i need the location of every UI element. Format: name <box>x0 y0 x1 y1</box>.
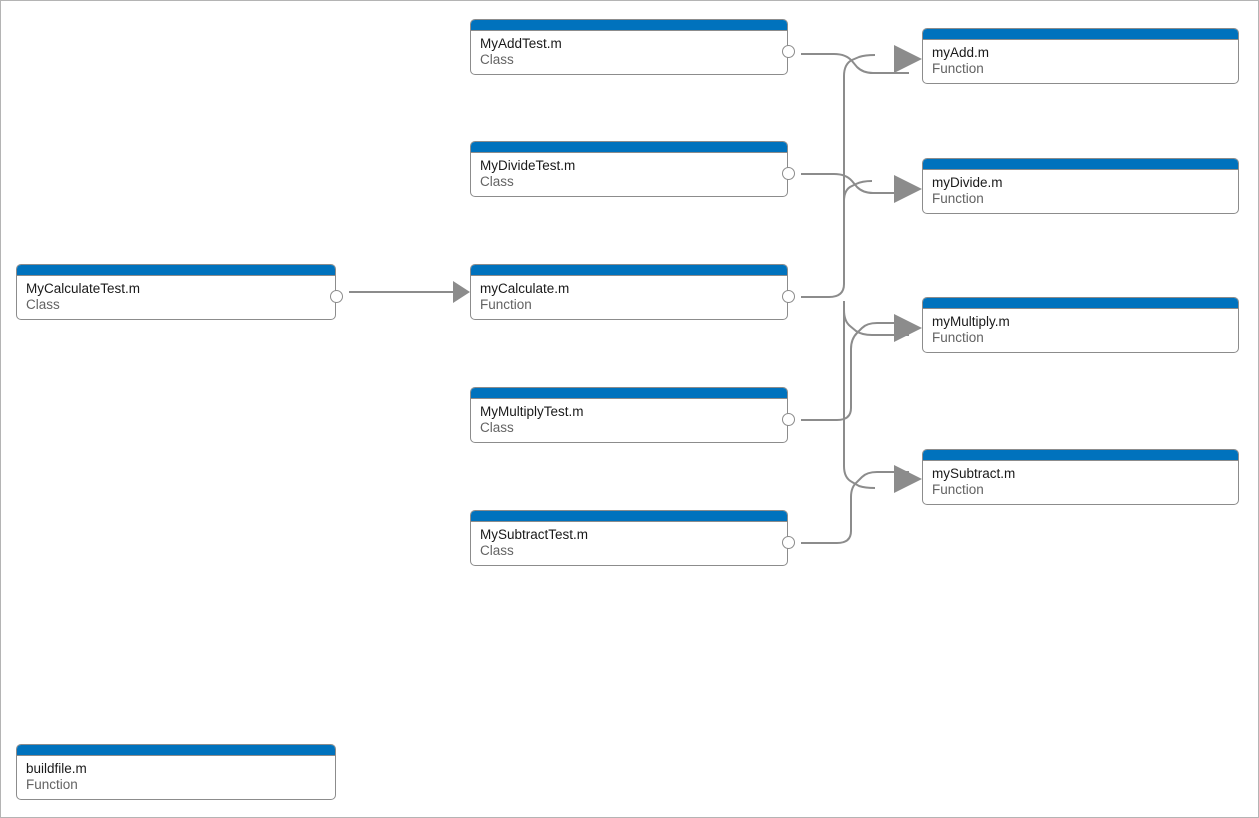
node-header-bar <box>471 142 787 153</box>
output-port-mysubtracttest[interactable] <box>782 536 795 549</box>
output-port-mydividetest[interactable] <box>782 167 795 180</box>
node-myaddtest[interactable]: MyAddTest.m Class <box>470 19 788 75</box>
output-port-mycalculatetest[interactable] <box>330 290 343 303</box>
edge-mycalculate-to-mysubtract <box>843 301 876 489</box>
node-title: MySubtractTest.m <box>480 527 589 542</box>
node-header-bar <box>17 265 335 276</box>
node-title: MyMultiplyTest.m <box>480 404 584 419</box>
node-subtitle: Class <box>26 297 60 312</box>
node-subtitle: Function <box>932 191 984 206</box>
output-port-myaddtest[interactable] <box>782 45 795 58</box>
node-subtitle: Class <box>480 420 514 435</box>
node-title: buildfile.m <box>26 761 87 776</box>
node-buildfile[interactable]: buildfile.m Function <box>16 744 336 800</box>
node-subtitle: Function <box>480 297 532 312</box>
node-subtitle: Class <box>480 543 514 558</box>
node-body: MyAddTest.m Class <box>471 31 787 68</box>
node-title: myMultiply.m <box>932 314 1010 329</box>
node-body: MyCalculateTest.m Class <box>17 276 335 313</box>
node-body: myAdd.m Function <box>923 40 1238 77</box>
node-title: myCalculate.m <box>480 281 570 296</box>
edge-mymultiplytest-to-mymultiply <box>801 322 909 421</box>
node-header-bar <box>471 20 787 31</box>
output-port-mymultiplytest[interactable] <box>782 413 795 426</box>
node-mydivide[interactable]: myDivide.m Function <box>922 158 1239 214</box>
node-myadd[interactable]: myAdd.m Function <box>922 28 1239 84</box>
edge-mycalculate-to-mymultiply <box>843 301 909 336</box>
node-body: myMultiply.m Function <box>923 309 1238 346</box>
node-body: MyDivideTest.m Class <box>471 153 787 190</box>
node-mycalculatetest[interactable]: MyCalculateTest.m Class <box>16 264 336 320</box>
node-mymultiply[interactable]: myMultiply.m Function <box>922 297 1239 353</box>
edge-mycalculate-to-myadd <box>801 54 876 298</box>
arrow-into-mysubtract <box>894 465 922 493</box>
node-body: MySubtractTest.m Class <box>471 522 787 559</box>
node-header-bar <box>923 29 1238 40</box>
node-mysubtract[interactable]: mySubtract.m Function <box>922 449 1239 505</box>
node-subtitle: Function <box>932 61 984 76</box>
node-header-bar <box>471 265 787 276</box>
node-title: MyAddTest.m <box>480 36 562 51</box>
node-title: MyCalculateTest.m <box>26 281 141 296</box>
edge-myaddtest-to-myadd <box>801 53 909 74</box>
node-title: mySubtract.m <box>932 466 1016 481</box>
edge-mydividetest-to-mydivide <box>801 173 909 194</box>
node-header-bar <box>17 745 335 756</box>
node-header-bar <box>923 298 1238 309</box>
arrow-into-mydivide <box>894 175 922 203</box>
arrow-into-myadd <box>894 45 922 73</box>
node-title: myDivide.m <box>932 175 1003 190</box>
node-title: MyDivideTest.m <box>480 158 576 173</box>
node-mydividetest[interactable]: MyDivideTest.m Class <box>470 141 788 197</box>
node-subtitle: Class <box>480 52 514 67</box>
node-header-bar <box>471 388 787 399</box>
node-header-bar <box>923 450 1238 461</box>
node-body: buildfile.m Function <box>17 756 335 793</box>
arrow-into-mymultiply <box>894 314 922 342</box>
node-mymultiplytest[interactable]: MyMultiplyTest.m Class <box>470 387 788 443</box>
node-subtitle: Class <box>480 174 514 189</box>
node-title: myAdd.m <box>932 45 990 60</box>
edge-mysubtracttest-to-mysubtract <box>801 471 909 544</box>
node-mycalculate[interactable]: myCalculate.m Function <box>470 264 788 320</box>
output-port-mycalculate[interactable] <box>782 290 795 303</box>
node-subtitle: Function <box>26 777 78 792</box>
node-header-bar <box>923 159 1238 170</box>
node-mysubtracttest[interactable]: MySubtractTest.m Class <box>470 510 788 566</box>
node-body: myCalculate.m Function <box>471 276 787 313</box>
node-header-bar <box>471 511 787 522</box>
node-body: MyMultiplyTest.m Class <box>471 399 787 436</box>
edge-mycalculate-to-mydivide <box>843 180 873 284</box>
arrow-into-mycalculate <box>453 281 470 303</box>
node-subtitle: Function <box>932 330 984 345</box>
node-subtitle: Function <box>932 482 984 497</box>
node-body: myDivide.m Function <box>923 170 1238 207</box>
node-body: mySubtract.m Function <box>923 461 1238 498</box>
